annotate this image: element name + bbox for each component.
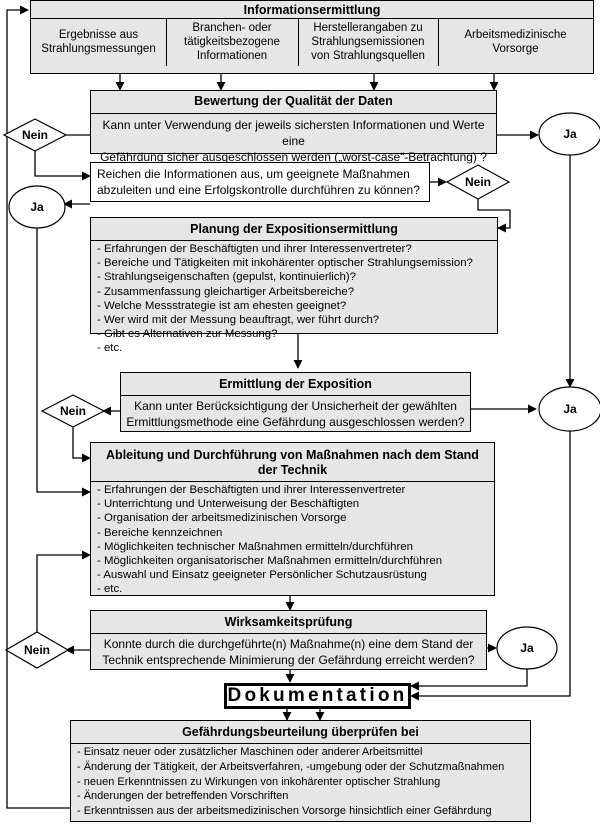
ja-label-2: Ja xyxy=(30,200,44,214)
planung-item: - Zusammenfassung gleichartiger Arbeitsb… xyxy=(97,285,355,298)
ueberpruefen-title: Gefährdungsbeurteilung überprüfen bei xyxy=(182,725,419,739)
ableitung-item: - Erfahrungen der Beschäftigten und ihre… xyxy=(97,484,406,496)
ueberpruefen-item: - neuen Erkenntnissen zu Wirkungen von i… xyxy=(77,775,441,788)
arrow-ja3-to-dokumentation xyxy=(410,431,571,701)
ueberpruefen-list: - Einsatz neuer oder zusätzlicher Maschi… xyxy=(77,745,526,819)
circle-ja-2 xyxy=(8,185,66,229)
planung-item: - Bereiche und Tätigkeiten mit inkohären… xyxy=(97,257,473,270)
arrow-ja2-to-ableitung xyxy=(36,228,91,497)
diamond-nein-1 xyxy=(2,118,68,152)
planung-item: - etc. xyxy=(97,342,123,355)
reichen-box: Reichen die Informationen aus, um geeign… xyxy=(90,162,430,202)
ableitung-item: - Organisation der arbeitsmedizinischen … xyxy=(97,512,347,525)
circle-ja-1 xyxy=(538,112,600,156)
informationsermittlung-title: Informationsermittlung xyxy=(243,3,381,17)
ermittlung-box: Ermittlung der Exposition Kann unter Ber… xyxy=(120,372,471,432)
ableitung-list: - Erfahrungen der Beschäftigten und ihre… xyxy=(97,483,490,597)
planung-item: - Welche Messstrategie ist am ehesten ge… xyxy=(97,299,347,312)
wirksamkeit-title: Wirksamkeitsprüfung xyxy=(224,615,353,629)
diamond-nein-4 xyxy=(4,631,70,669)
nein-label-1: Nein xyxy=(21,128,48,142)
nein-label-4: Nein xyxy=(23,643,50,657)
circle-ja-4 xyxy=(496,626,558,670)
ableitung-box: Ableitung und Durchführung von Maßnahmen… xyxy=(90,442,495,596)
planung-item: - Strahlungseigenschaften (gepulst, kont… xyxy=(97,271,356,284)
ableitung-item: - Möglichkeiten technischer Maßnahmen er… xyxy=(97,540,413,553)
ueberpruefen-item: - Änderung der Tätigkeit, der Arbeitsver… xyxy=(77,760,505,773)
ableitung-item: - etc. xyxy=(97,583,123,596)
ja-label-1: Ja xyxy=(563,127,577,141)
arrow-nein3-to-ableitung xyxy=(72,427,91,463)
ableitung-item: - Unterrichtung und Unterweisung der Bes… xyxy=(97,498,360,511)
diamond-nein-2 xyxy=(445,164,511,200)
planung-title: Planung der Expositionsermittlung xyxy=(190,222,398,236)
ableitung-item: - Bereiche kennzeichnen xyxy=(97,526,223,539)
diamond-nein-3 xyxy=(40,394,106,428)
planung-list: - Erfahrungen der Beschäftigten und ihre… xyxy=(97,242,493,356)
wirksamkeit-question: Konnte durch die durchgeführte(n) Maßnah… xyxy=(102,637,475,667)
planung-box: Planung der Expositionsermittlung - Erfa… xyxy=(90,217,498,354)
ueberpruefen-item: - Änderungen der betreffenden Vorschrift… xyxy=(77,790,289,803)
dokumentation-box: Dokumentation xyxy=(224,683,411,709)
ueberpruefen-box: Gefährdungsbeurteilung überprüfen bei - … xyxy=(70,720,531,822)
planung-item: - Gibt es Alternativen zur Messung? xyxy=(97,328,278,341)
ueberpruefen-item: - Einsatz neuer oder zusätzlicher Maschi… xyxy=(77,746,423,758)
circle-ja-3 xyxy=(538,386,600,432)
planung-item: - Wer wird mit der Messung beauftragt, w… xyxy=(97,314,380,327)
wirksamkeit-box: Wirksamkeitsprüfung Konnte durch die dur… xyxy=(90,610,487,670)
ableitung-item: - Möglichkeiten organisatorischer Maßnah… xyxy=(97,555,443,568)
bewertung-box: Bewertung der Qualität der Daten Kann un… xyxy=(90,90,497,164)
nein-label-2: Nein xyxy=(464,175,491,189)
ermittlung-question: Kann unter Berücksichtigung der Unsicher… xyxy=(126,399,465,429)
bewertung-title: Bewertung der Qualität der Daten xyxy=(194,94,393,108)
ableitung-title: Ableitung und Durchführung von Maßnahmen… xyxy=(106,448,479,477)
planung-item: - Erfahrungen der Beschäftigten und ihre… xyxy=(97,243,412,255)
arrow-nein2-to-planung xyxy=(477,199,511,233)
arrow-loop-back-to-informationsermittlung xyxy=(6,5,70,809)
ableitung-item: - Auswahl und Einsatz geeigneter Persönl… xyxy=(97,569,427,582)
reichen-question: Reichen die Informationen aus, um geeign… xyxy=(97,167,420,197)
arrow-nein1-to-reichen xyxy=(34,151,91,181)
ja-label-4: Ja xyxy=(520,641,534,655)
ueberpruefen-item: - Erkenntnissen aus der arbeitsmedizinis… xyxy=(77,805,492,818)
nein-label-3: Nein xyxy=(59,404,86,418)
bewertung-question: Kann unter Verwendung der jeweils sicher… xyxy=(100,118,487,164)
arrow-nein4-to-ableitung xyxy=(36,550,91,632)
ermittlung-title: Ermittlung der Exposition xyxy=(219,377,372,391)
ja-label-3: Ja xyxy=(563,402,577,416)
arrow-ja4-to-dokumentation xyxy=(410,669,528,691)
